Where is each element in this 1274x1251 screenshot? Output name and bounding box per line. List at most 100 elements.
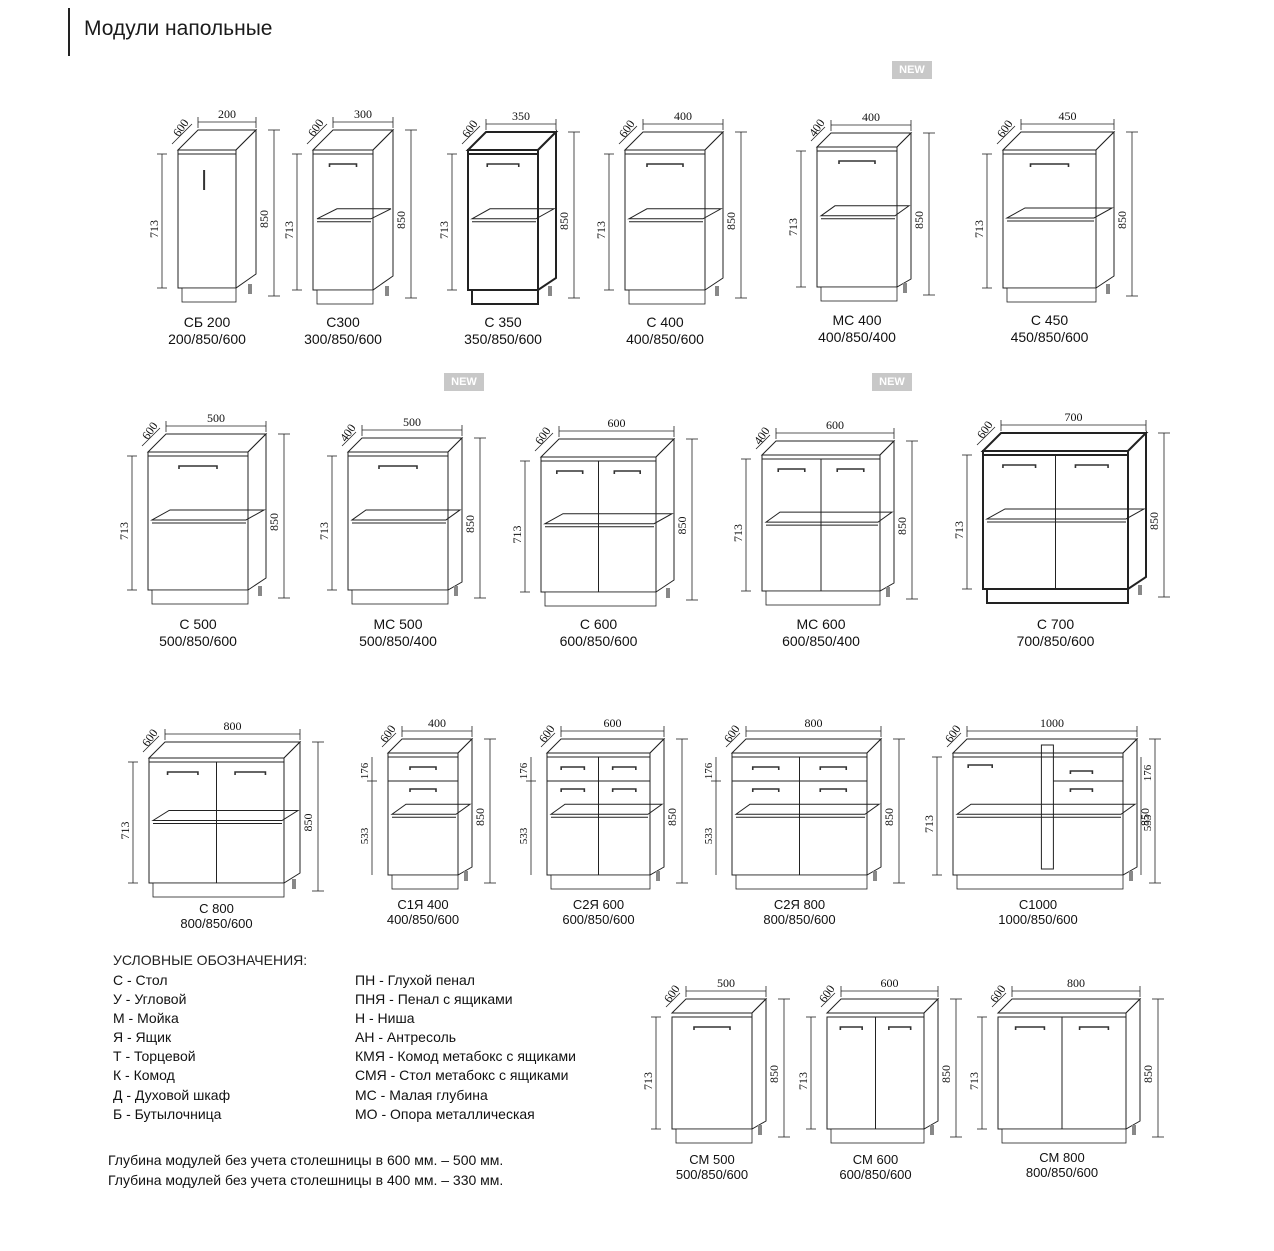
plinth (471, 289, 539, 305)
countertop-edge (952, 752, 1124, 758)
dimension-label: 800 (805, 716, 823, 730)
dimension-label: 700 (1065, 410, 1083, 424)
depth-dimension (725, 732, 741, 748)
countertop-edge (312, 149, 374, 155)
new-badge: NEW (444, 373, 484, 391)
plinth (151, 589, 249, 605)
handle-icon (178, 465, 218, 469)
handle-icon (486, 163, 520, 167)
cabinet-side (1095, 130, 1115, 289)
depth-dimension (171, 123, 193, 145)
cabinet-side (1127, 430, 1147, 591)
handle-icon (646, 163, 684, 167)
cabinet-side (896, 131, 912, 288)
module-name: С 400 (646, 314, 684, 330)
depth-dimension (665, 992, 681, 1008)
leg (258, 586, 262, 596)
dimension-label: 300 (354, 107, 372, 121)
dimension-label: 176 (518, 762, 530, 779)
cabinet-side (283, 740, 301, 884)
handle-icon (819, 788, 848, 792)
module-dimensions: 400/850/600 (626, 331, 704, 347)
cabinet-top (996, 998, 1142, 1014)
dimension-label: 600 (721, 722, 743, 745)
handle-icon (777, 468, 806, 472)
cabinet-top (730, 738, 883, 754)
dimension-label: 713 (972, 220, 986, 238)
handle-icon (560, 788, 586, 792)
handle-icon (378, 465, 418, 469)
dimension-label: 600 (604, 716, 622, 730)
shelf (151, 810, 300, 821)
shelf (390, 803, 472, 815)
dimension-label: 713 (952, 521, 966, 539)
module-name: МС 400 (832, 312, 882, 328)
dimension-label: 850 (939, 1065, 953, 1083)
cabinet-front (177, 153, 237, 289)
dimension-label: 600 (305, 116, 327, 139)
depth-dimension (306, 123, 328, 145)
shelf (819, 205, 911, 217)
leg (758, 1125, 762, 1135)
dimension-label: 713 (118, 822, 132, 840)
page-title: Модули напольные (84, 17, 273, 40)
module-dimensions: 350/850/600 (464, 331, 542, 347)
leg (873, 871, 877, 881)
depth-note: Глубина модулей без учета столешницы в 4… (108, 1172, 504, 1188)
dimension-label: 850 (301, 814, 315, 832)
legend-item: Б - Бутылочница (113, 1105, 222, 1122)
depth-note: Глубина модулей без учета столешницы в 6… (108, 1152, 504, 1168)
cabinet-top (980, 432, 1149, 452)
dimension-label: 400 (674, 109, 692, 123)
module-name: МС 500 (373, 616, 423, 632)
handle-icon (836, 468, 865, 472)
module-name: С 450 (1030, 312, 1069, 328)
dimension-label: 850 (767, 1065, 781, 1083)
handle-icon (613, 470, 641, 474)
legend-item: АН - Антресоль (355, 1029, 457, 1046)
cabinet-side (457, 737, 473, 876)
depth-dimension (991, 992, 1007, 1008)
dimension-label: 176 (359, 762, 371, 779)
module-dimensions: 400/850/600 (386, 912, 460, 927)
cabinet-side (372, 128, 394, 291)
shelf (627, 208, 723, 220)
dimension-label: 200 (218, 107, 236, 121)
dimension-label: 850 (557, 212, 571, 230)
cabinet-side (247, 432, 267, 591)
dimension-label: 850 (267, 513, 281, 531)
countertop-edge (546, 752, 651, 758)
dimension-label: 850 (257, 210, 271, 228)
handle-icon (838, 160, 876, 164)
dimension-label: 500 (207, 411, 225, 425)
countertop-edge (148, 757, 285, 763)
leg (666, 588, 670, 598)
depth-dimension (461, 125, 481, 145)
handle-icon (611, 788, 637, 792)
leg (656, 871, 660, 881)
dimension-label: 600 (826, 418, 844, 432)
cabinet-side (751, 997, 767, 1130)
dimension-label: 800 (1067, 976, 1085, 990)
countertop-edge (147, 451, 249, 457)
dimension-label: 450 (1059, 109, 1077, 123)
depth-notes: Глубина модулей без учета столешницы в 6… (108, 1150, 503, 1190)
cabinet-top (825, 998, 940, 1014)
countertop-edge (347, 451, 449, 457)
dimension-label: 713 (786, 218, 800, 236)
depth-dimension (341, 431, 357, 447)
legend-item: С - Стол (113, 972, 168, 988)
